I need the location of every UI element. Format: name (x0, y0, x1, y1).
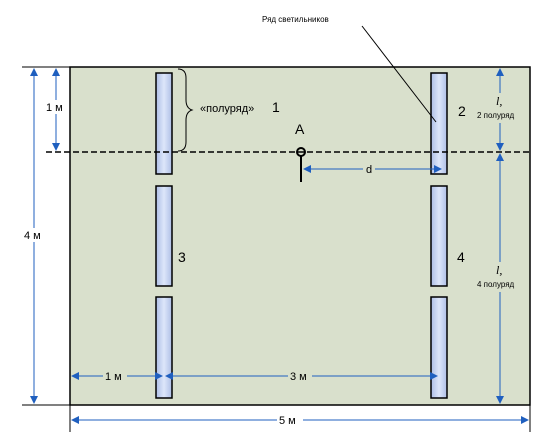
row-number-1: 1 (272, 99, 280, 115)
dim-l2-sub: 2 полуряд (477, 111, 515, 120)
half-row-label: «полуряд» (200, 103, 254, 115)
dim-l2-bg (474, 93, 528, 123)
room-area (69, 66, 531, 406)
dim-height-total-label: 4 м (24, 230, 41, 242)
dim-d-label-bg (363, 162, 375, 174)
dim-left-offset-bg (103, 369, 127, 383)
lamp-row1-middle (155, 185, 173, 287)
dim-width-total-label: 5 м (279, 415, 296, 427)
half-row-brace (177, 68, 194, 152)
lamp-row1-upper (155, 72, 173, 175)
point-a-label: А (295, 121, 305, 137)
row-number-2: 2 (458, 103, 466, 119)
dim-between-rows-label: 3 м (290, 371, 307, 383)
lamp-row2-upper (430, 72, 448, 175)
lamp-row1-lower (155, 296, 173, 399)
lamp-row2-middle (430, 185, 448, 287)
dim-l2-symbol: l, (496, 94, 502, 108)
dim-between-rows-bg (288, 369, 312, 383)
dim-l4-symbol: l, (496, 263, 502, 277)
dim-left-offset-label: 1 м (105, 371, 122, 383)
dim-d-label: d (366, 164, 372, 176)
dim-top-offset-bg (44, 100, 68, 114)
dim-top-offset-label: 1 м (46, 102, 63, 114)
row-number-3: 3 (178, 249, 186, 265)
lamp-row2-lower (430, 296, 448, 399)
lamp-row-leader (361, 25, 437, 123)
dim-height-total-bg (22, 228, 46, 242)
dim-l4-sub: 4 полуряд (477, 280, 515, 289)
dim-l4-bg (474, 262, 528, 292)
lamp-row-title: Ряд светильников (262, 15, 329, 24)
dim-width-total-bg (277, 413, 303, 427)
row-number-4: 4 (457, 249, 465, 265)
